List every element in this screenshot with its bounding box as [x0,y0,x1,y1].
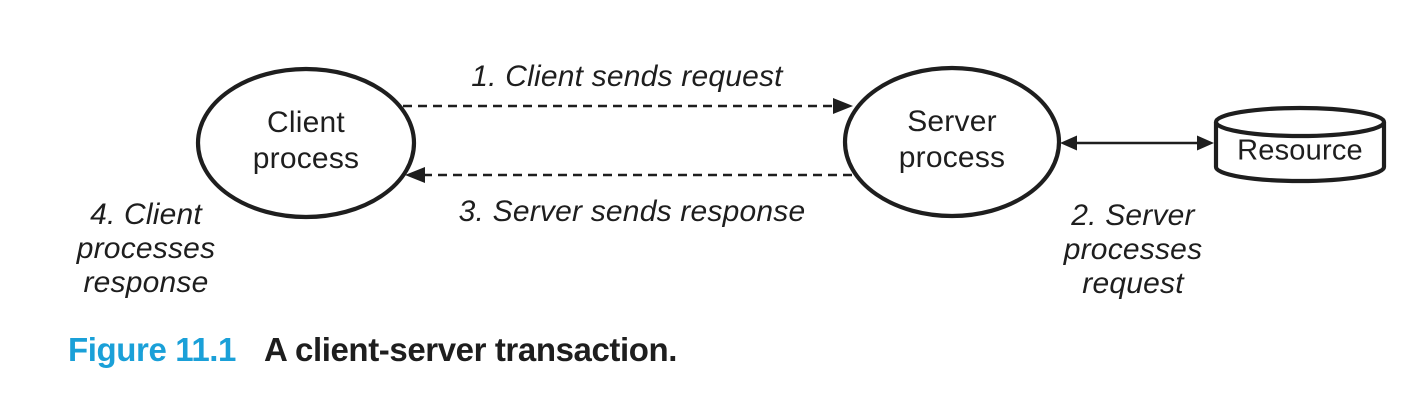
server-process-ellipse-icon [842,65,1062,219]
request-arrowhead [833,98,853,114]
response-dashed-arrow-icon [405,167,852,183]
figure-number: Figure 11.1 [68,331,237,368]
resource-arrowhead-right [1197,135,1214,151]
figure-title: A client-server transaction. [264,331,678,368]
resource-cylinder-icon [1213,105,1387,184]
step2-server-processes-request-label: 2. Server processes request [1063,199,1203,300]
request-dashed-arrow-icon [403,98,853,114]
server-process-label: Server process [898,105,1006,174]
client-process-label: Client process [252,106,360,175]
resource-arrowhead-left [1060,135,1077,151]
step3-server-sends-response-label: 3. Server sends response [458,195,806,228]
client-process-ellipse-icon [195,66,417,220]
resource-double-arrow-icon [1060,135,1214,151]
cylinder-body [1213,122,1387,184]
step4-client-processes-response-label: 4. Client processes response [76,198,216,299]
resource-label: Resource [1237,134,1363,167]
step1-client-sends-request-label: 1. Client sends request [471,60,783,93]
figure-caption: Figure 11.1 A client-server transaction. [68,331,677,369]
response-arrowhead [405,167,425,183]
cylinder-top [1213,105,1387,139]
